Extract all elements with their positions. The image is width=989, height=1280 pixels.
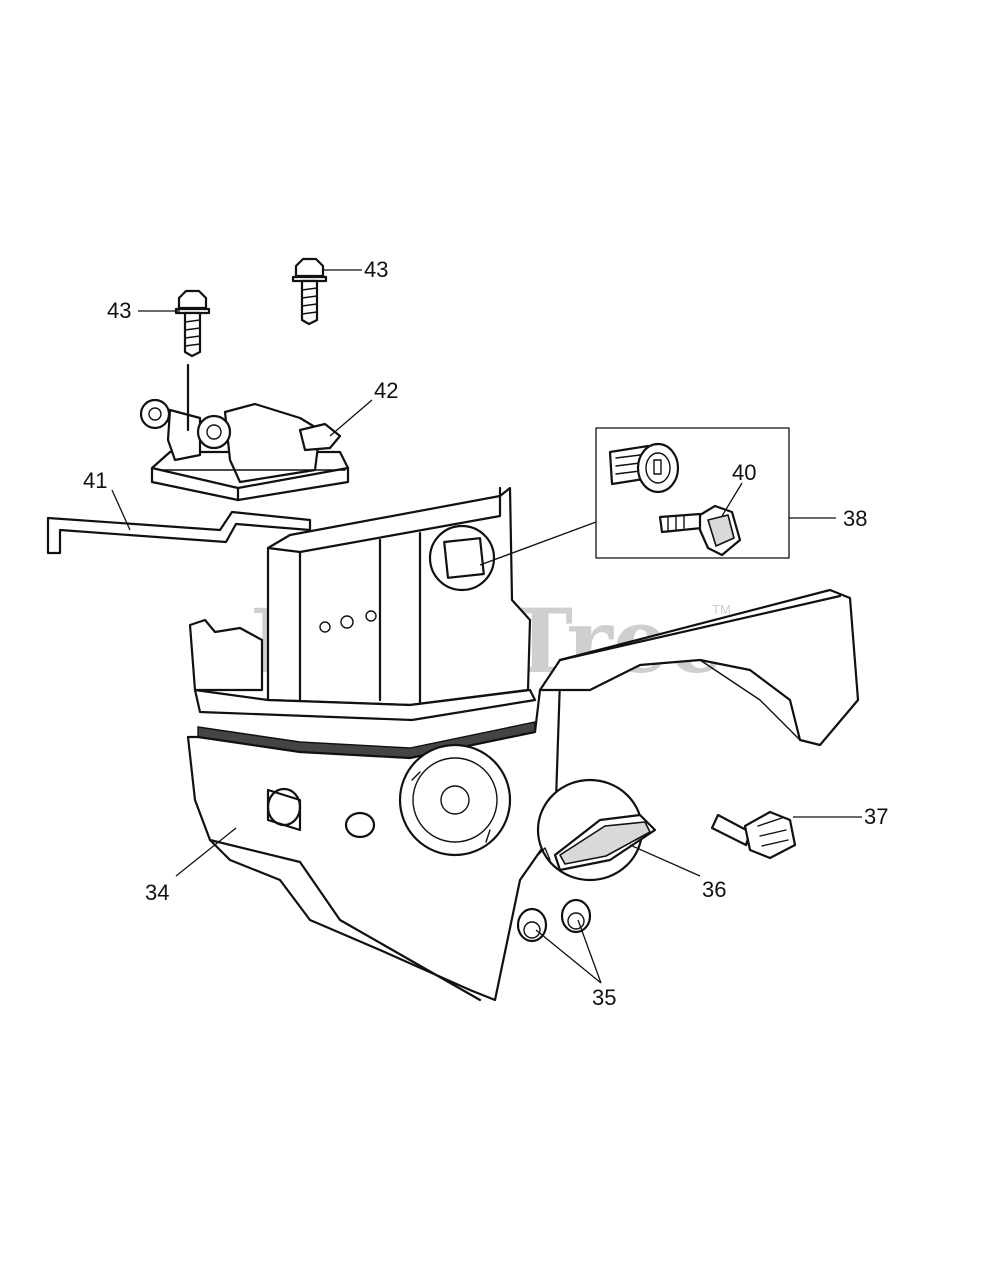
callout-42[interactable]: 42 [374, 378, 398, 403]
callout-43-right[interactable]: 43 [364, 257, 388, 282]
callouts: 43 43 42 41 40 38 37 36 34 35 [83, 257, 888, 1010]
part-43-bolt-left[interactable] [174, 289, 211, 358]
callout-43-left[interactable]: 43 [107, 298, 131, 323]
part-41-rod[interactable] [46, 510, 312, 555]
callout-38[interactable]: 38 [843, 506, 867, 531]
chute-fender[interactable] [538, 588, 860, 747]
part-42-bracket[interactable] [139, 363, 350, 502]
part-36-knob[interactable] [536, 778, 657, 882]
leader-lines [111, 269, 862, 984]
part-37-key[interactable] [710, 810, 797, 860]
part-35-nut-left[interactable] [516, 907, 548, 943]
callout-35[interactable]: 35 [592, 985, 616, 1010]
callout-36[interactable]: 36 [702, 877, 726, 902]
part-40-key[interactable] [658, 504, 742, 557]
callout-34[interactable]: 34 [145, 880, 169, 905]
callout-37[interactable]: 37 [864, 804, 888, 829]
callout-40[interactable]: 40 [732, 460, 756, 485]
callout-41[interactable]: 41 [83, 468, 107, 493]
part-43-bolt-right[interactable] [291, 257, 328, 326]
part-38-kit-box [595, 427, 790, 559]
part-35-nut-right[interactable] [560, 898, 592, 934]
part-34-housing[interactable] [186, 486, 562, 1002]
watermark-tm: TM [712, 602, 731, 617]
ignition-switch[interactable] [608, 442, 680, 494]
